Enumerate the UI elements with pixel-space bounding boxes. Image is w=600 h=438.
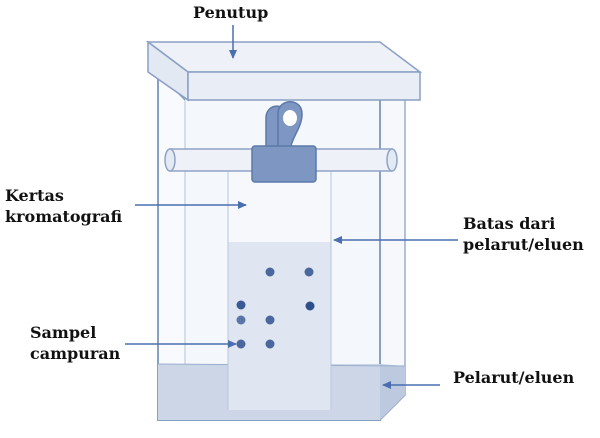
sample-spot bbox=[305, 301, 315, 311]
label-sample: Sampel campuran bbox=[30, 322, 120, 364]
lid bbox=[145, 40, 423, 102]
sample-spot bbox=[236, 315, 246, 325]
chromatography-paper bbox=[227, 172, 332, 410]
sample-spot bbox=[236, 300, 246, 310]
clip-hole bbox=[283, 110, 297, 126]
clip-body bbox=[251, 145, 317, 183]
label-solvent-front-line1: Batas dari bbox=[463, 214, 556, 233]
rod-end bbox=[386, 148, 398, 172]
solvent-side-face bbox=[380, 364, 405, 420]
paper-wet-area bbox=[228, 242, 331, 410]
sample-spots bbox=[236, 267, 315, 349]
binder-clip bbox=[251, 101, 317, 183]
label-solvent-front-line2: pelarut/eluen bbox=[463, 235, 584, 254]
label-sample-line1: Sampel bbox=[30, 323, 97, 342]
sample-spot bbox=[304, 267, 314, 277]
pointer-arrows bbox=[125, 25, 458, 389]
lid-top bbox=[145, 41, 423, 73]
label-paper-line1: Kertas bbox=[5, 186, 64, 205]
label-lid-text: Penutup bbox=[193, 3, 269, 22]
sample-spot bbox=[265, 315, 275, 325]
label-paper-line2: kromatografi bbox=[5, 207, 123, 226]
label-solvent-text: Pelarut/eluen bbox=[453, 368, 575, 387]
sample-spot bbox=[236, 339, 246, 349]
sample-spot bbox=[265, 339, 275, 349]
label-paper: Kertas kromatografi bbox=[5, 185, 122, 227]
label-solvent: Pelarut/eluen bbox=[453, 367, 574, 388]
lid-side bbox=[187, 71, 421, 101]
label-sample-line2: campuran bbox=[30, 344, 121, 363]
label-solvent-front: Batas dari pelarut/eluen bbox=[463, 213, 584, 255]
rod-end bbox=[164, 148, 176, 172]
label-lid: Penutup bbox=[193, 2, 268, 23]
sample-spot bbox=[265, 267, 275, 277]
